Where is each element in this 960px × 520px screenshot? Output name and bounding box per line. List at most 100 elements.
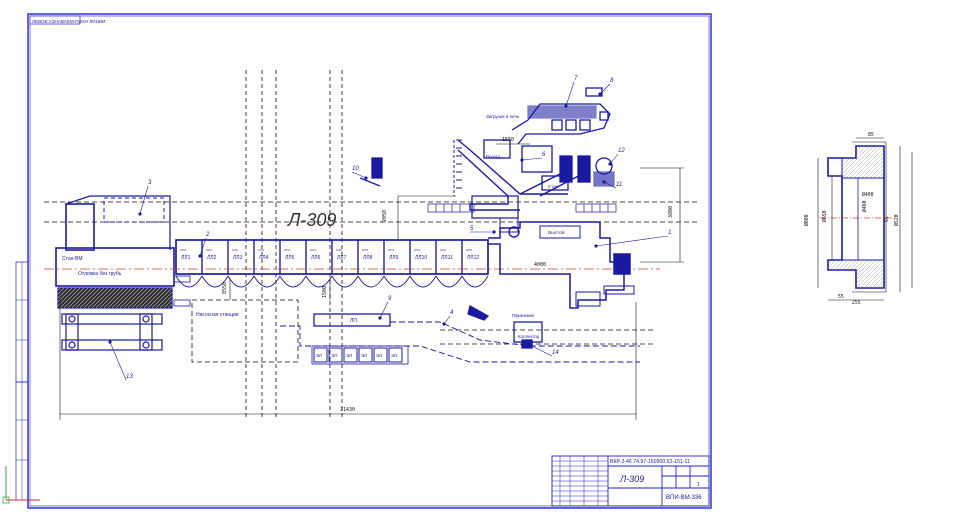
dim-axis: 4000	[534, 262, 546, 268]
zone-label: ЛЛ8	[363, 255, 373, 261]
callout-dot	[138, 212, 142, 216]
callout-leader	[109, 341, 127, 381]
dimension-lines	[59, 143, 684, 420]
zone-bell	[253, 275, 281, 288]
electric-box	[313, 347, 328, 363]
electric-box-label: ЭЛ	[316, 353, 322, 358]
title-doc-code: ВКР-3.46.74.97-150900.62-151-11	[610, 459, 690, 465]
detail-dim: Ø460	[861, 200, 868, 212]
callout-leader	[379, 301, 389, 319]
callout-dot	[608, 162, 612, 166]
dim-height: 3800	[668, 206, 674, 218]
roller-stubs	[173, 275, 191, 307]
zone-cell	[461, 239, 489, 275]
zone-bell	[279, 275, 307, 288]
callout-number: 13	[126, 374, 133, 380]
furnace-caption: Отложка без грубь	[78, 271, 122, 277]
callout-leader	[603, 181, 617, 189]
title-sheet: 1	[697, 482, 700, 488]
zone-bell	[409, 275, 437, 288]
zone-label: ЛЛ3	[233, 255, 243, 261]
zone-label: ЛЛ11	[441, 255, 453, 261]
detail-dim: 85	[868, 132, 874, 138]
electric-box-label: ЭЛ	[361, 353, 367, 358]
zone-label: ЛЛ2	[207, 255, 217, 261]
vystoy-label: Выстой	[548, 229, 565, 236]
callout-dot	[598, 92, 602, 96]
corner-stamp-box	[29, 15, 81, 25]
outer-frame	[27, 13, 712, 509]
drawing-title: Л-309	[287, 210, 336, 230]
callout-leader	[609, 153, 619, 165]
callout-dot	[492, 230, 496, 234]
callout-number: 8	[610, 78, 614, 84]
zone-label: ЛЛ12	[467, 255, 479, 261]
callout-leader	[527, 343, 553, 357]
furnace: Стан-ВМ Отложка без грубь	[55, 195, 175, 309]
electric-box-label: ЭЛ	[346, 353, 352, 358]
zone-label: ЛЛ7	[337, 255, 347, 261]
loading-head	[359, 87, 615, 191]
callout-leader	[599, 83, 611, 95]
dim-upper: 1550	[502, 137, 514, 143]
left-margin-stamp	[15, 261, 29, 501]
detail-dim: Ø650	[821, 210, 828, 222]
flange-detail	[817, 137, 913, 301]
strip-label: ЛП	[350, 318, 357, 324]
electric-box-label: ЭЛ	[391, 353, 397, 358]
callout-leader	[139, 185, 149, 215]
upper-box-label: Выход	[486, 154, 500, 159]
detail-dim: Ø400	[862, 191, 874, 198]
electric-box-label: ЭЛ	[376, 353, 382, 358]
callout-leader	[443, 315, 451, 325]
zone-bell	[435, 275, 463, 288]
zone-bell	[175, 275, 203, 288]
zone-bell	[201, 275, 229, 288]
zone-label: ЛЛ5	[285, 255, 295, 261]
mill-group	[488, 221, 635, 309]
zone-bell	[461, 275, 489, 288]
callout-leader	[595, 235, 669, 247]
detail-dim: 55	[838, 294, 844, 300]
zone-bell	[305, 275, 333, 288]
title-block-grid	[552, 456, 608, 506]
zone-label: ЛЛ9	[389, 255, 399, 261]
callout-dot	[564, 104, 568, 108]
callout-number: 1	[668, 230, 671, 236]
callout-dot	[602, 180, 606, 184]
electric-box	[388, 347, 403, 363]
electric-box	[358, 347, 373, 363]
dim-total: 21430	[340, 407, 355, 413]
callout-leader	[351, 171, 367, 179]
title-name: Л-309	[619, 474, 644, 484]
column-lines	[245, 70, 343, 418]
electric-box-label: ЭЛ	[331, 353, 337, 358]
callout-dot	[520, 158, 524, 162]
pump-station	[191, 299, 299, 363]
callout-dot	[526, 342, 530, 346]
inner-frame	[29, 15, 710, 507]
dim-mid: 2050	[382, 210, 388, 222]
zone-bell	[227, 275, 255, 288]
electric-box	[328, 347, 343, 363]
callout-dot	[108, 340, 112, 344]
upper-label: Загрузка в печь	[486, 114, 520, 119]
roller-frame	[61, 313, 163, 351]
title-org: ВПИ-ВМ-336	[666, 495, 702, 501]
upper-tray	[427, 203, 617, 213]
electric-boxes: ЭЛ ЭЛ ЭЛ ЭЛ ЭЛ ЭЛ	[311, 345, 409, 365]
detail-dim: 255	[852, 300, 861, 306]
callout-number: 5	[470, 226, 474, 232]
dim-v2: 1500	[322, 286, 328, 298]
mill-label: Стан	[548, 184, 559, 189]
electric-box-frame	[311, 345, 409, 365]
zone-label: ЛЛ4	[259, 255, 269, 261]
callout-number: 14	[552, 350, 559, 356]
zone-bell	[331, 275, 359, 288]
callout-number: 7	[574, 76, 578, 82]
pump-station-label: Насосная станция	[196, 312, 239, 318]
collector-label: Коллектор	[518, 334, 540, 339]
